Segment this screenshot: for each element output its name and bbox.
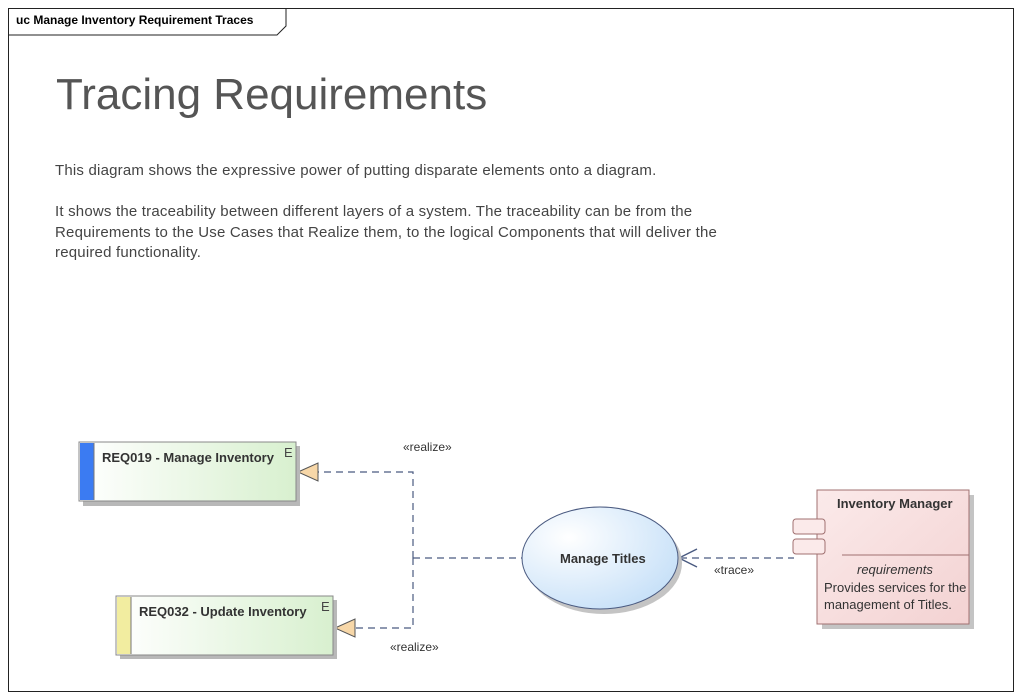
- diagram-frame: uc Manage Inventory Requirement Traces: [8, 8, 1014, 692]
- usecase-label: Manage Titles: [560, 551, 646, 566]
- component-title: Inventory Manager: [837, 496, 953, 511]
- diagram-title: Tracing Requirements: [56, 70, 488, 119]
- description-line-2: It shows the traceability between differ…: [55, 203, 718, 261]
- element-icon: E: [321, 599, 330, 614]
- realize-connector-bottom[interactable]: [333, 558, 414, 638]
- realize-label-top: «realize»: [403, 440, 452, 454]
- requirement-label-1: REQ019 - Manage Inventory: [102, 450, 274, 465]
- requirement-stripe: [117, 597, 131, 654]
- realize-label-bottom: «realize»: [390, 640, 439, 654]
- requirement-req032[interactable]: [115, 595, 337, 659]
- component-section-label: requirements: [857, 562, 933, 577]
- trace-label: «trace»: [714, 563, 755, 577]
- component-port-bottom: [792, 538, 826, 555]
- component-inventory-manager[interactable]: [792, 489, 974, 629]
- element-icon: E: [284, 445, 293, 460]
- requirement-stripe: [80, 443, 94, 500]
- requirement-req019[interactable]: [78, 441, 300, 506]
- usecase-manage-titles[interactable]: [521, 506, 682, 614]
- realize-connector-top[interactable]: [296, 462, 414, 558]
- frame-tab: [9, 9, 287, 36]
- component-text: Provides services for the management of …: [824, 580, 967, 612]
- requirement-label-2: REQ032 - Update Inventory: [139, 604, 307, 619]
- component-port-top: [792, 518, 826, 535]
- description-line-1: This diagram shows the expressive power …: [55, 162, 657, 179]
- frame-label: uc Manage Inventory Requirement Traces: [16, 13, 254, 27]
